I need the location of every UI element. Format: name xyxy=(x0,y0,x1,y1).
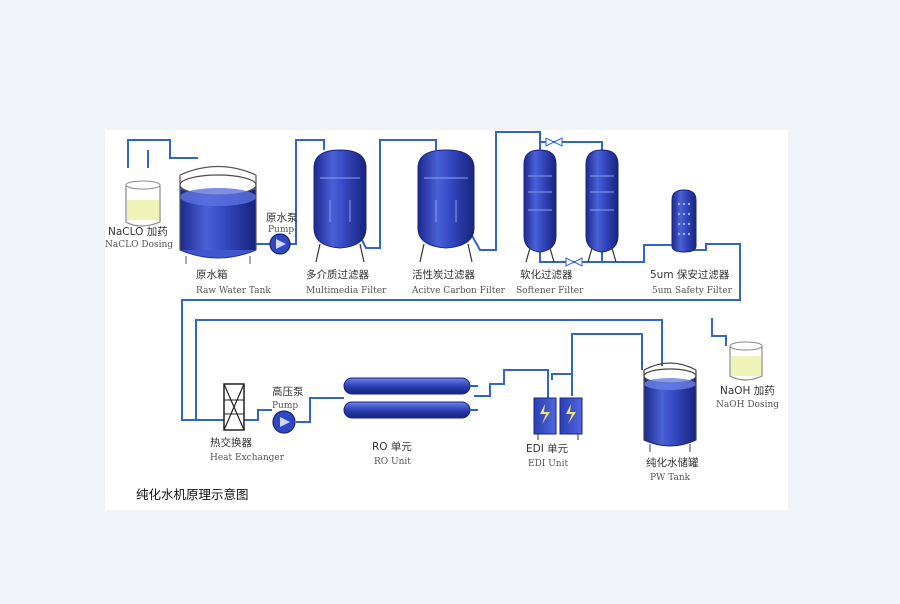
raw-water-pump xyxy=(269,233,291,255)
carbon-label-cn: 活性炭过滤器 xyxy=(412,268,475,281)
pump1-label-cn: 原水泵 xyxy=(266,212,298,224)
naclo-label-en: NaCLO Dosing xyxy=(105,240,173,250)
naoh-label-en: NaOH Dosing xyxy=(716,400,779,410)
multimedia-filter xyxy=(313,149,367,263)
high-pressure-pump xyxy=(272,410,296,434)
safety-filter xyxy=(671,189,697,253)
raw-tank-label-en: Raw Water Tank xyxy=(196,286,271,296)
hx-label-en: Heat Exchanger xyxy=(210,453,285,463)
pw-tank-label-en: PW Tank xyxy=(650,473,691,483)
edi-label-en: EDI Unit xyxy=(528,459,568,469)
ro-unit xyxy=(343,377,478,419)
multimedia-label-en: Multimedia Filter xyxy=(306,286,387,296)
naoh-label-cn: NaOH 加药 xyxy=(720,385,775,397)
softener-label-en: Softener Filter xyxy=(516,286,584,296)
naclo-label-cn: NaCLO 加药 xyxy=(108,226,168,238)
hx-label-cn: 热交换器 xyxy=(210,436,252,449)
pump1-label-en: Pump xyxy=(268,225,294,235)
ro-label-cn: RO 单元 xyxy=(372,441,412,453)
pw-tank xyxy=(643,362,697,452)
multimedia-label-cn: 多介质过滤器 xyxy=(306,268,369,281)
softener-filter-1 xyxy=(523,149,557,263)
pipes xyxy=(127,131,741,423)
active-carbon-filter xyxy=(417,149,475,263)
safety-label-cn: 5um 保安过滤器 xyxy=(650,268,730,281)
carbon-label-en: Acitve Carbon Filter xyxy=(411,286,506,296)
heat-exchanger xyxy=(223,383,245,431)
raw-tank-label-cn: 原水箱 xyxy=(196,268,228,281)
pw-tank-label-cn: 纯化水储罐 xyxy=(646,456,699,469)
diagram-caption: 纯化水机原理示意图 xyxy=(136,487,249,502)
safety-label-en: 5um Safety Filter xyxy=(652,286,733,296)
softener-valves xyxy=(545,137,583,267)
naclo-dosing-tank xyxy=(125,180,161,227)
pump2-label-en: Pump xyxy=(272,401,298,411)
edi-label-cn: EDI 单元 xyxy=(526,443,569,455)
raw-water-tank xyxy=(179,166,257,264)
ro-label-en: RO Unit xyxy=(374,457,411,467)
naoh-dosing-tank xyxy=(729,341,763,381)
edi-unit xyxy=(533,397,583,440)
softener-label-cn: 软化过滤器 xyxy=(520,268,573,281)
softener-filter-2 xyxy=(585,149,619,263)
pump2-label-cn: 高压泵 xyxy=(272,385,304,398)
